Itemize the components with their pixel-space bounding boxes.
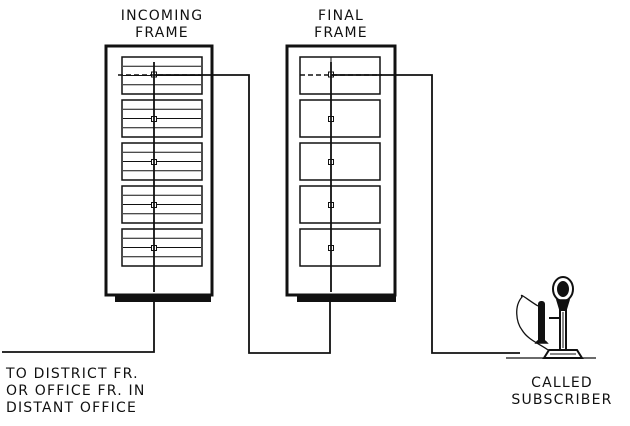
called-subscriber-label: CALLED SUBSCRIBER [496,375,628,409]
distant-office-label-line-1: TO DISTRICT FR. [6,366,139,382]
final-frame-panels [299,56,381,267]
final-frame-panel [299,228,381,267]
final-frame-panel [299,142,381,181]
distant-office-label: TO DISTRICT FR. OR OFFICE FR. IN DISTANT… [6,366,146,417]
wire-distant-office [2,297,155,353]
incoming-frame-title-line-2: FRAME [135,25,189,41]
final-frame-panel [299,99,381,138]
candlestick-telephone-icon [516,276,584,359]
incoming-frame-panel [121,99,203,138]
incoming-frame-panel [121,228,203,267]
final-frame-title: FINAL FRAME [281,8,401,42]
incoming-frame [104,44,214,302]
final-frame [285,44,397,302]
incoming-frame-title-line-1: INCOMING [120,8,204,24]
incoming-frame-title: INCOMING FRAME [102,8,222,42]
incoming-frame-panel [121,142,203,181]
final-frame-title-line-2: FRAME [314,25,368,41]
incoming-frame-panels [121,56,203,267]
called-subscriber-label-line-1: CALLED [531,375,593,391]
wire-incoming-to-final [154,74,331,354]
final-frame-panel [299,185,381,224]
distant-office-label-line-3: DISTANT OFFICE [6,400,137,416]
distant-office-label-line-2: OR OFFICE FR. IN [6,383,146,399]
incoming-frame-panel [121,185,203,224]
final-frame-title-line-1: FINAL [317,8,365,24]
called-subscriber-label-line-2: SUBSCRIBER [511,392,613,408]
